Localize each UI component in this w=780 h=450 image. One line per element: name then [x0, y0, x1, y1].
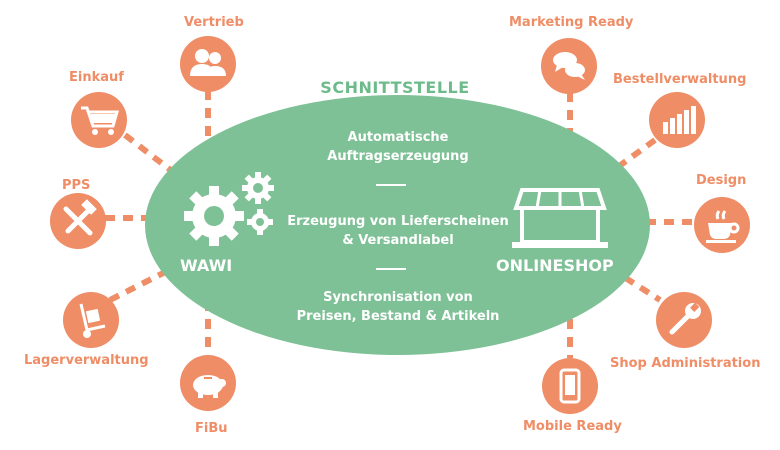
- onlineshop-label: ONLINESHOP: [496, 256, 614, 275]
- node-label-einkauf: Einkauf: [69, 70, 124, 85]
- node-label-lagerverwaltung: Lagerverwaltung: [24, 353, 149, 368]
- node-bestellverwaltung: [649, 92, 705, 148]
- node-marketing: [541, 38, 597, 94]
- feature-separator: [376, 184, 406, 186]
- feature-separator: [376, 268, 406, 270]
- node-einkauf: [71, 92, 127, 148]
- center-title: SCHNITTSTELLE: [320, 78, 470, 97]
- bar-chart-icon: [663, 106, 696, 134]
- node-label-vertrieb: Vertrieb: [184, 15, 244, 30]
- piggy-bank-icon: [193, 375, 226, 398]
- node-mobile-ready: [542, 358, 598, 414]
- node-label-fibu: FiBu: [195, 421, 228, 436]
- users-icon: [190, 49, 226, 76]
- wrench-icon: [669, 302, 701, 335]
- speech-bubbles-icon: [553, 52, 585, 80]
- gears-icon: [184, 172, 274, 246]
- wawi-label: WAWI: [180, 256, 233, 275]
- tools-icon: [63, 199, 97, 236]
- hand-truck-icon: [79, 303, 106, 338]
- feature-lieferscheine: Erzeugung von Lieferscheinen& Versandlab…: [287, 214, 509, 248]
- node-fibu: [180, 355, 236, 411]
- cart-icon: [81, 106, 119, 135]
- node-label-mobile-ready: Mobile Ready: [523, 419, 622, 434]
- node-pps: [50, 193, 106, 249]
- shop-icon: [512, 188, 608, 248]
- smartphone-icon: [559, 368, 581, 404]
- node-vertrieb: [180, 36, 236, 92]
- node-label-pps: PPS: [62, 178, 91, 193]
- node-label-design: Design: [696, 173, 747, 188]
- node-label-bestellverwaltung: Bestellverwaltung: [613, 72, 747, 87]
- node-label-shop-administration: Shop Administration: [610, 356, 761, 371]
- node-label-marketing: Marketing Ready: [509, 15, 634, 30]
- node-design: [694, 197, 750, 253]
- coffee-cup-icon: [706, 210, 740, 243]
- node-lagerverwaltung: [63, 292, 119, 348]
- node-shop-administration: [656, 292, 712, 348]
